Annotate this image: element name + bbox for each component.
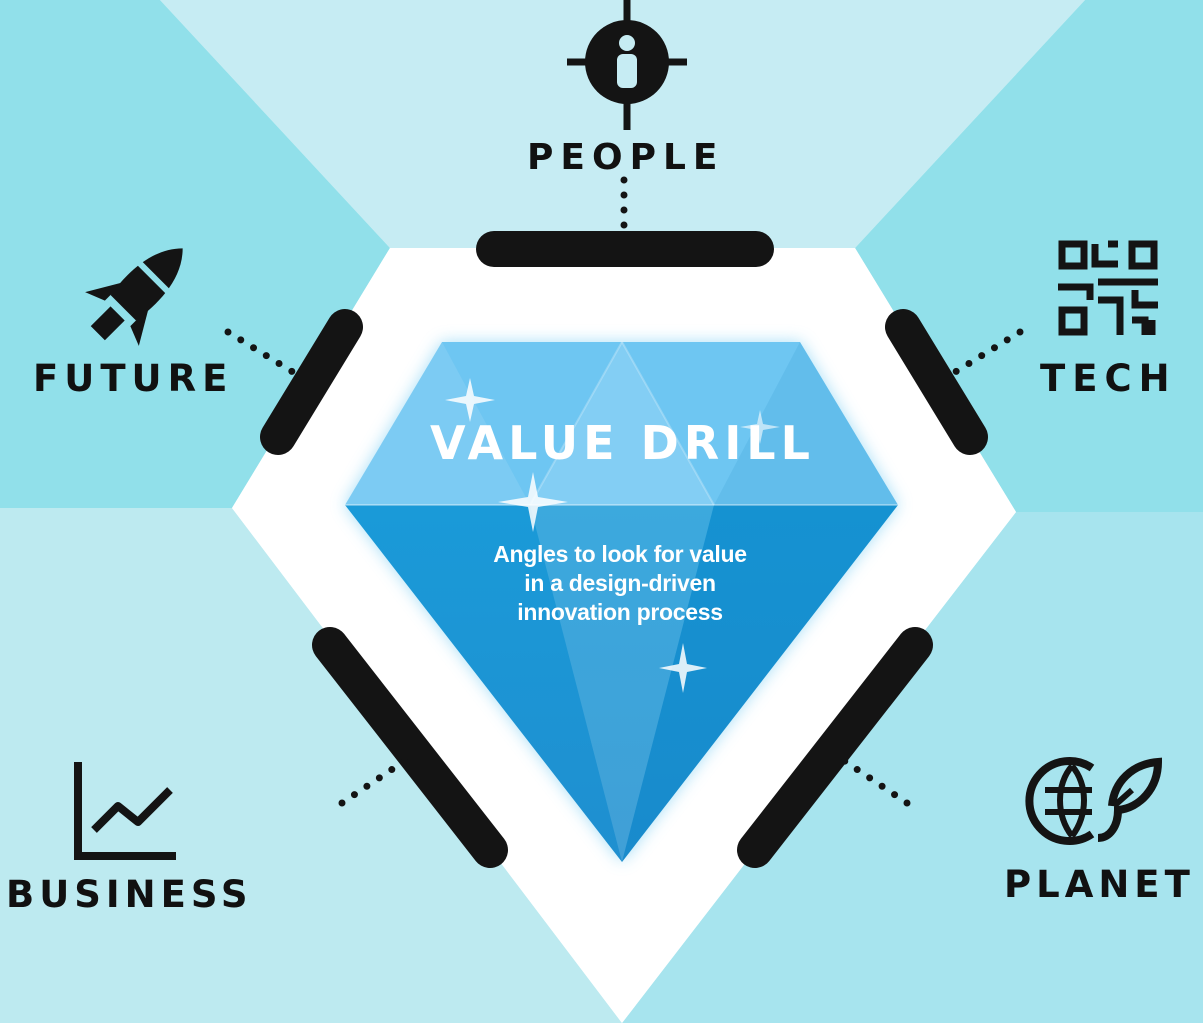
- gem-facet-right: [714, 342, 898, 505]
- rocket-icon: [85, 248, 183, 346]
- sparkle-star: [498, 472, 568, 532]
- line-chart-icon: [74, 762, 176, 860]
- connector-tech: [948, 328, 1024, 378]
- sparkle-star: [445, 378, 495, 422]
- sparkle-star: [740, 410, 780, 444]
- connector-future: [224, 328, 300, 378]
- planet-label: PLANET: [1004, 863, 1195, 906]
- subtitle-line: in a design-driven: [524, 570, 716, 596]
- globe-leaf-icon: [1025, 757, 1163, 845]
- gem-edge-a: [621, 341, 715, 506]
- gem-facet-deep: [622, 505, 898, 862]
- gem-edge-b: [529, 341, 623, 506]
- sector-people: [160, 0, 1085, 248]
- people-label: PEOPLE: [527, 137, 725, 178]
- gem-facet-center: [530, 342, 714, 862]
- sparkle-star: [659, 643, 707, 693]
- tech-label: TECH: [1040, 357, 1177, 400]
- qr-code-icon: [1058, 240, 1158, 336]
- facet-bar-planet: [737, 627, 933, 868]
- target-person-icon: [567, 0, 687, 130]
- subtitle-line: Angles to look for value: [493, 541, 747, 567]
- connector-planet: [839, 756, 911, 807]
- gem-crown: [345, 342, 898, 505]
- sparkles: [445, 378, 780, 693]
- dotted-connectors: [224, 176, 1024, 807]
- future-label: FUTURE: [33, 357, 234, 400]
- business-label: BUSINESS: [6, 873, 253, 916]
- facet-bar-business: [312, 627, 508, 868]
- facet-bar-tech: [885, 309, 988, 455]
- facet-bars: [260, 231, 988, 868]
- gem-facet-left: [345, 342, 530, 505]
- gem-pavilion: [345, 505, 898, 862]
- connector-business: [338, 756, 410, 807]
- value-gem: [345, 341, 898, 862]
- facet-bar-future: [260, 309, 363, 455]
- subtitle-line: innovation process: [517, 599, 723, 625]
- sector-business: [0, 508, 622, 1023]
- diagram-title: VALUE DRILL: [430, 416, 815, 470]
- diagram-subtitle: Angles to look for value in a design-dri…: [430, 540, 810, 627]
- sector-planet: [622, 512, 1203, 1023]
